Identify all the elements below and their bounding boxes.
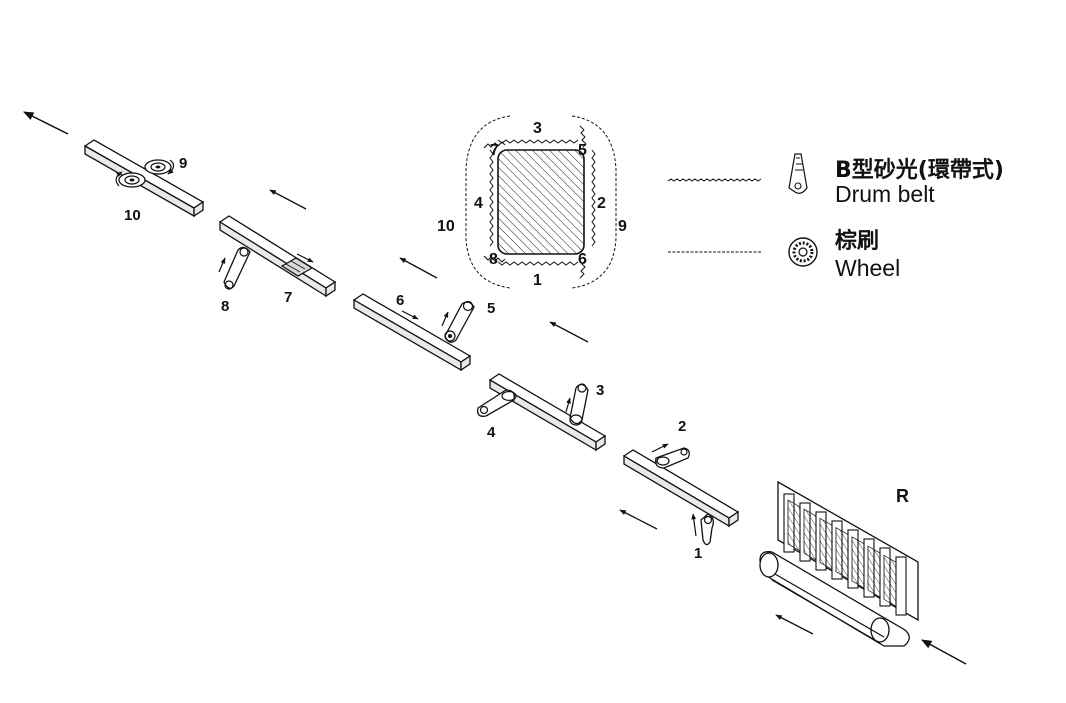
station-label-9: 9 <box>179 155 187 172</box>
flow-arrow <box>775 614 814 635</box>
legend-item-wheel: 棕刷 Wheel <box>668 228 900 281</box>
legend-wheel-cn: 棕刷 <box>835 228 879 254</box>
rack-panels <box>787 499 897 607</box>
brush-wheel-icon <box>118 172 146 188</box>
flow-arrow <box>399 257 438 279</box>
square-label-bottom: 1 <box>533 272 542 289</box>
flow-arrow-entry <box>921 639 967 665</box>
flow-arrow-exit <box>23 111 69 135</box>
station-label-1: 1 <box>694 545 702 562</box>
square-label-corner-br: 6 <box>578 251 587 268</box>
legend: B型砂光(環帶式) Drum belt 棕刷 Wheel <box>667 153 1004 281</box>
station-label-2: 2 <box>678 418 686 435</box>
flow-arrow <box>269 189 307 210</box>
flow-arrow <box>619 509 658 530</box>
corner-tl <box>483 141 506 149</box>
station-9-10: 9 10 <box>83 139 205 224</box>
arm-wheel-8 <box>223 246 251 290</box>
wavy-belt-boundary <box>489 139 596 266</box>
arm-wheel-3 <box>569 383 589 426</box>
station-label-10: 10 <box>124 207 141 224</box>
flow-arrow <box>549 321 589 343</box>
station-3-4: 3 4 <box>477 373 607 452</box>
square-label-corner-tl: 7 <box>490 142 499 159</box>
feed-rack: R <box>759 480 919 647</box>
outer-dashed-boundary <box>465 115 617 289</box>
flow-arrows <box>23 111 967 665</box>
corner-tr <box>579 125 587 148</box>
legend-drum-belt-cn: B型砂光(環帶式) <box>835 157 1004 183</box>
sanding-square-schematic: 3 1 4 2 10 9 7 5 8 6 <box>437 115 627 289</box>
station-label-7: 7 <box>284 289 292 306</box>
station-label-6: 6 <box>396 292 404 309</box>
square-label-corner-bl: 8 <box>489 251 498 268</box>
rack-label-r: R <box>896 486 909 506</box>
legend-item-drum-belt: B型砂光(環帶式) Drum belt <box>667 153 1004 207</box>
corner-bl <box>483 255 506 263</box>
brush-wheel-icon <box>144 159 172 175</box>
station-1-2: 2 1 <box>622 418 740 562</box>
square-label-outer-left: 10 <box>437 218 455 235</box>
corner-br <box>579 256 587 279</box>
arm-wheel-4 <box>477 389 517 417</box>
drum-belt-icon <box>788 153 808 194</box>
square-label-top: 3 <box>533 120 542 137</box>
drum-belt-icon <box>280 257 314 277</box>
station-label-5: 5 <box>487 300 495 317</box>
station-7-8: 8 7 <box>218 215 337 315</box>
arm-wheel-1 <box>700 513 714 546</box>
wavy-line <box>667 178 762 182</box>
legend-wheel-en: Wheel <box>835 255 900 281</box>
station-label-8: 8 <box>221 298 229 315</box>
brush-wheel-icon <box>788 237 818 267</box>
square-label-outer-right: 9 <box>618 218 627 235</box>
station-5-6: 6 5 <box>352 292 495 372</box>
square-label-left: 4 <box>474 195 483 212</box>
square-label-corner-tr: 5 <box>578 142 587 159</box>
station-label-4: 4 <box>487 424 496 441</box>
arm-wheel-2 <box>655 447 690 469</box>
workpiece <box>497 149 585 255</box>
legend-drum-belt-en: Drum belt <box>835 181 935 207</box>
station-label-3: 3 <box>596 382 604 399</box>
square-label-right: 2 <box>597 195 606 212</box>
arm-wheel-5 <box>444 300 475 343</box>
